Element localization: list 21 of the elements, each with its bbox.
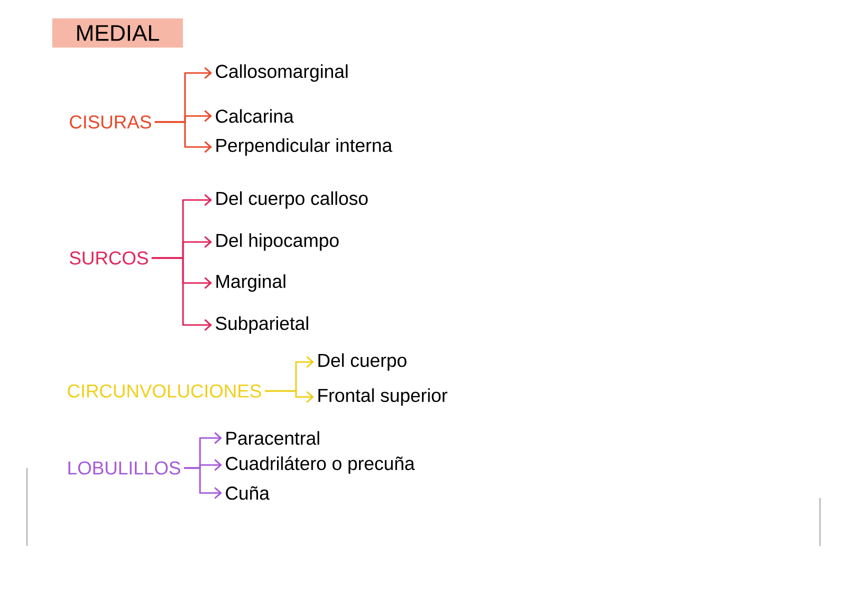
item-label: Cuadrilátero o precuña	[226, 456, 415, 474]
arrow	[152, 257, 212, 331]
item-label: Del cuerpo	[318, 353, 406, 371]
category-label: SURCOS	[70, 251, 148, 265]
item-label: Cuña	[226, 486, 270, 500]
arrow	[264, 390, 314, 403]
title: MEDIAL	[52, 18, 183, 48]
item-label: Calcarina	[216, 109, 294, 123]
item-label: Perpendicular interna	[216, 138, 392, 156]
category-label: LOBULILLOS	[68, 461, 180, 475]
item-label: Marginal	[216, 274, 286, 292]
item-label: Del cuerpo calloso	[216, 191, 368, 209]
arrow	[154, 121, 212, 153]
item-label: Callosomarginal	[216, 64, 348, 82]
item-label: Paracentral	[226, 431, 320, 445]
category-label: CISURAS	[70, 115, 152, 129]
item-label: Del hipocampo	[216, 233, 339, 251]
category-label: CIRCUNVOLUCIONES	[68, 384, 262, 398]
item-label: Subparietal	[216, 316, 308, 334]
item-label: Frontal superior	[318, 388, 448, 406]
arrow	[184, 467, 222, 499]
